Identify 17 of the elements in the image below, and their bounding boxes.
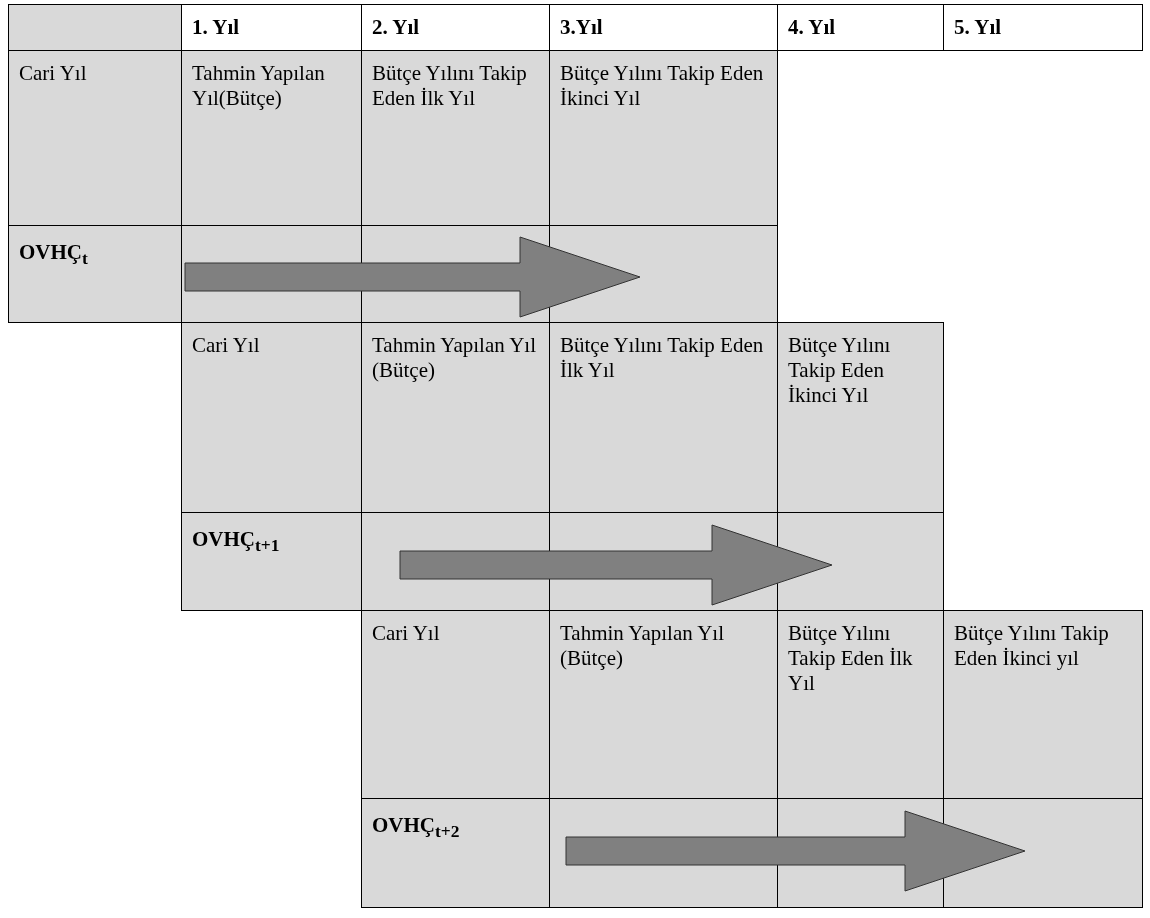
- table-cell: 4. Yıl: [777, 4, 944, 51]
- table-cell: OVHÇ$_{t+2}$: [361, 798, 550, 908]
- table-cell: Bütçe Yılını Takip Eden İlk Yıl: [361, 50, 550, 226]
- table-cell: 5. Yıl: [943, 4, 1143, 51]
- table-cell: Bütçe Yılını Takip Eden İlk Yıl: [549, 322, 778, 513]
- table-cell: OVHÇ$_{t}$: [8, 225, 182, 323]
- table-cell: OVHÇ$_{t+1}$: [181, 512, 362, 611]
- table-cell: Cari Yıl: [361, 610, 550, 799]
- table-cell: Tahmin Yapılan Yıl(Bütçe): [181, 50, 362, 226]
- table-cell: Bütçe Yılını Takip Eden İkinci yıl: [943, 610, 1143, 799]
- table-cell: Tahmin Yapılan Yıl (Bütçe): [549, 610, 778, 799]
- table-cell: Bütçe Yılını Takip Eden İlk Yıl: [777, 610, 944, 799]
- table-cell: Cari Yıl: [181, 322, 362, 513]
- table-cell: Bütçe Yılını Takip Eden İkinci Yıl: [777, 322, 944, 513]
- table-cell: Bütçe Yılını Takip Eden İkinci Yıl: [549, 50, 778, 226]
- table-cell: Tahmin Yapılan Yıl (Bütçe): [361, 322, 550, 513]
- table-cell: Cari Yıl: [8, 50, 182, 226]
